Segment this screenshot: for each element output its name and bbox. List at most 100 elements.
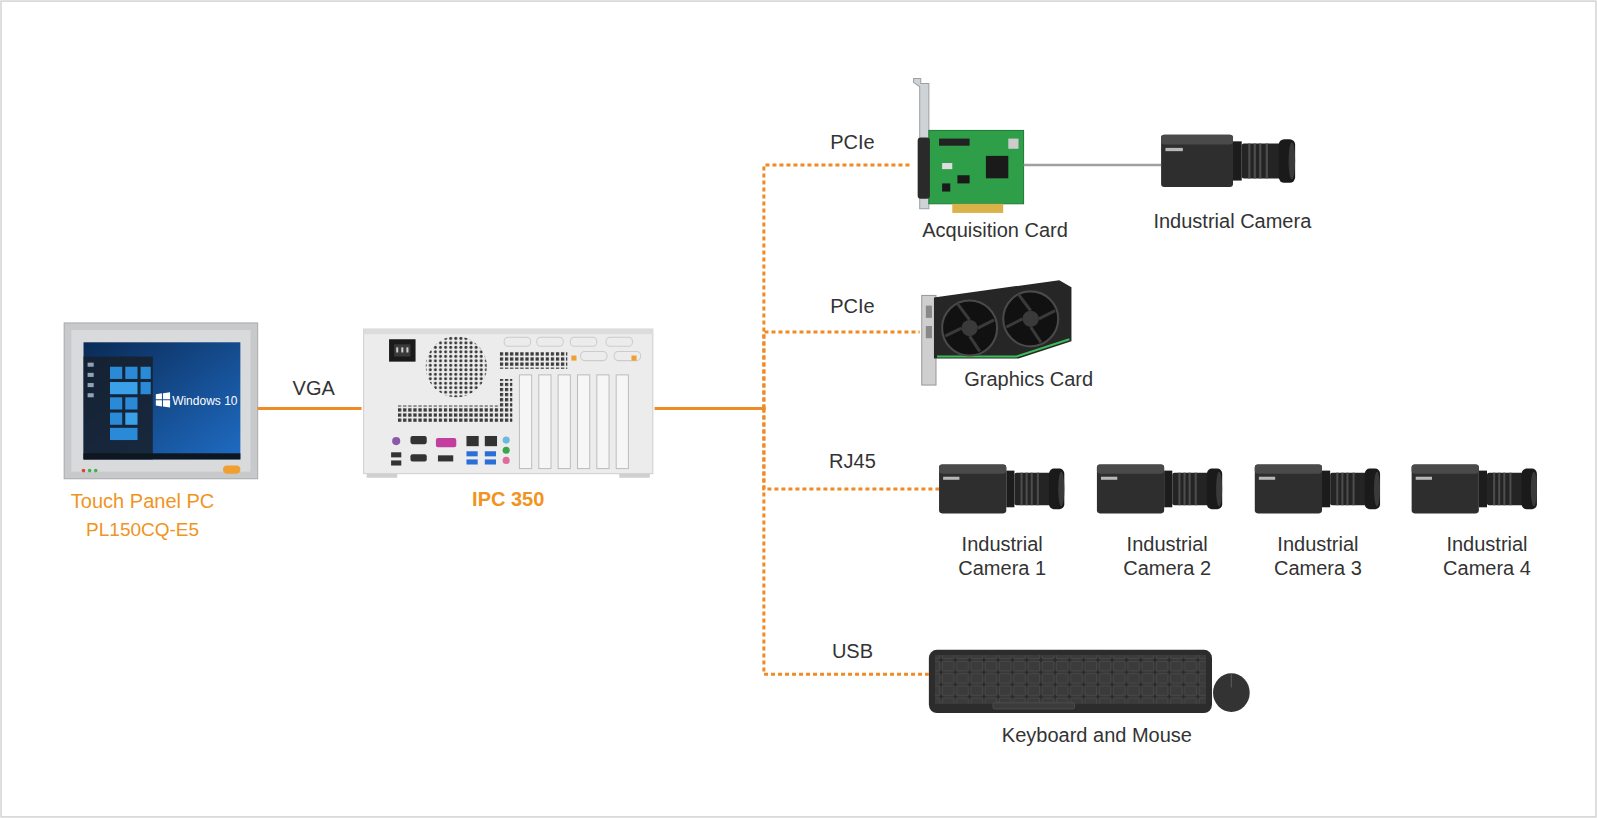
graphics-card: Graphics Card: [920, 280, 1072, 387]
camera-illustration: [1412, 465, 1537, 514]
interface-label: RJ45: [829, 450, 876, 473]
socket-pin: [406, 347, 408, 352]
menu-tile: [125, 397, 137, 409]
interface-label: VGA: [293, 377, 335, 400]
menu-icon: [88, 363, 94, 367]
audio-jack: [503, 447, 510, 454]
interface-label: USB: [832, 639, 873, 662]
windows-logo: [156, 400, 162, 406]
audio-jack: [503, 457, 510, 464]
screw-outline: [614, 351, 640, 360]
usb-port: [485, 459, 496, 464]
industrial-camera: Industrial Camera 2: [1097, 460, 1222, 517]
component: [957, 175, 969, 183]
vent-grille: [397, 379, 512, 423]
usb-port: [391, 452, 401, 457]
screw-outline: [570, 337, 596, 346]
ipc-illustration: [364, 329, 653, 478]
card-bracket: [922, 295, 936, 385]
mouse-divider: [1231, 674, 1232, 687]
camera-illustration: [1161, 135, 1295, 187]
space-bar: [993, 703, 1074, 709]
keyboard-body: [929, 650, 1212, 713]
industrial-pc: IPC 350: [362, 328, 655, 477]
interface-label: PCIe: [830, 130, 874, 153]
serial-port: [410, 454, 426, 461]
menu-tile: [141, 382, 151, 394]
cable-connector: [258, 407, 362, 410]
cable-connector: [1024, 164, 1162, 167]
power-socket-inner: [394, 344, 410, 356]
windows-logo: [156, 393, 162, 399]
card-shroud: [934, 280, 1071, 358]
lan-port: [485, 436, 497, 446]
power-button: [223, 466, 240, 474]
camera-illustration: [1097, 465, 1222, 514]
windows-logo: [163, 392, 170, 399]
node-subtitle: PL150CQ-E5: [86, 518, 199, 542]
node-title: Graphics Card: [964, 367, 1093, 391]
socket-pin: [396, 347, 398, 352]
status-led: [82, 469, 86, 473]
fan-hub: [961, 320, 977, 336]
db-connector: [918, 138, 930, 199]
chassis-rim: [364, 329, 653, 334]
expansion-slot: [577, 375, 589, 469]
component: [1008, 139, 1018, 149]
socket-pin: [401, 347, 403, 352]
usb-port: [466, 459, 477, 464]
lan-port: [466, 436, 478, 446]
fan: [1003, 291, 1058, 346]
component: [942, 163, 952, 169]
panel-screen: [84, 342, 241, 459]
menu-icon: [88, 393, 94, 397]
interface-label: PCIe: [830, 294, 874, 317]
serial-port: [410, 436, 426, 444]
screw-outline: [581, 351, 607, 360]
panel-frame: [64, 323, 258, 479]
screw-outline: [606, 337, 632, 346]
hdmi-port: [438, 455, 453, 461]
node-title: Industrial Camera 4: [1422, 532, 1552, 580]
menu-tile: [125, 367, 137, 379]
keyboard-keys: [935, 655, 1206, 704]
marker: [631, 356, 636, 361]
marker: [571, 356, 576, 361]
menu-icon: [88, 383, 94, 387]
menu-tile: [110, 428, 137, 440]
expansion-slot: [616, 375, 628, 469]
bus-connector: [655, 165, 912, 408]
industrial-camera: Industrial Camera: [1161, 130, 1295, 191]
menu-tile: [110, 367, 122, 379]
keyboard-mouse: Keyboard and Mouse: [929, 648, 1251, 713]
bracket-cutout: [926, 326, 932, 338]
chassis-foot: [619, 474, 650, 478]
vent-grille: [499, 351, 567, 368]
audio-jack: [503, 436, 510, 443]
fan-hub: [1023, 311, 1039, 327]
screw-outline: [537, 337, 563, 346]
camera-illustration: [939, 465, 1064, 514]
expansion-slot: [519, 375, 531, 469]
menu-tile: [110, 382, 137, 394]
fan-vent: [426, 336, 487, 397]
acquisition-card: Acquisition Card: [912, 78, 1024, 213]
camera-illustration: [1255, 465, 1380, 514]
chassis: [364, 329, 653, 474]
display-port: [436, 438, 456, 447]
power-socket: [389, 339, 415, 361]
taskbar: [84, 453, 241, 459]
status-led: [94, 469, 98, 473]
windows-logo: [163, 400, 170, 407]
node-title: Touch Panel PC: [71, 489, 214, 513]
usb-port: [485, 451, 496, 456]
node-title: Industrial Camera: [1153, 209, 1311, 233]
bus-connector: [655, 408, 939, 488]
usb-port: [466, 451, 477, 456]
ps2-port: [392, 437, 400, 445]
node-title: Industrial Camera 3: [1253, 532, 1383, 580]
